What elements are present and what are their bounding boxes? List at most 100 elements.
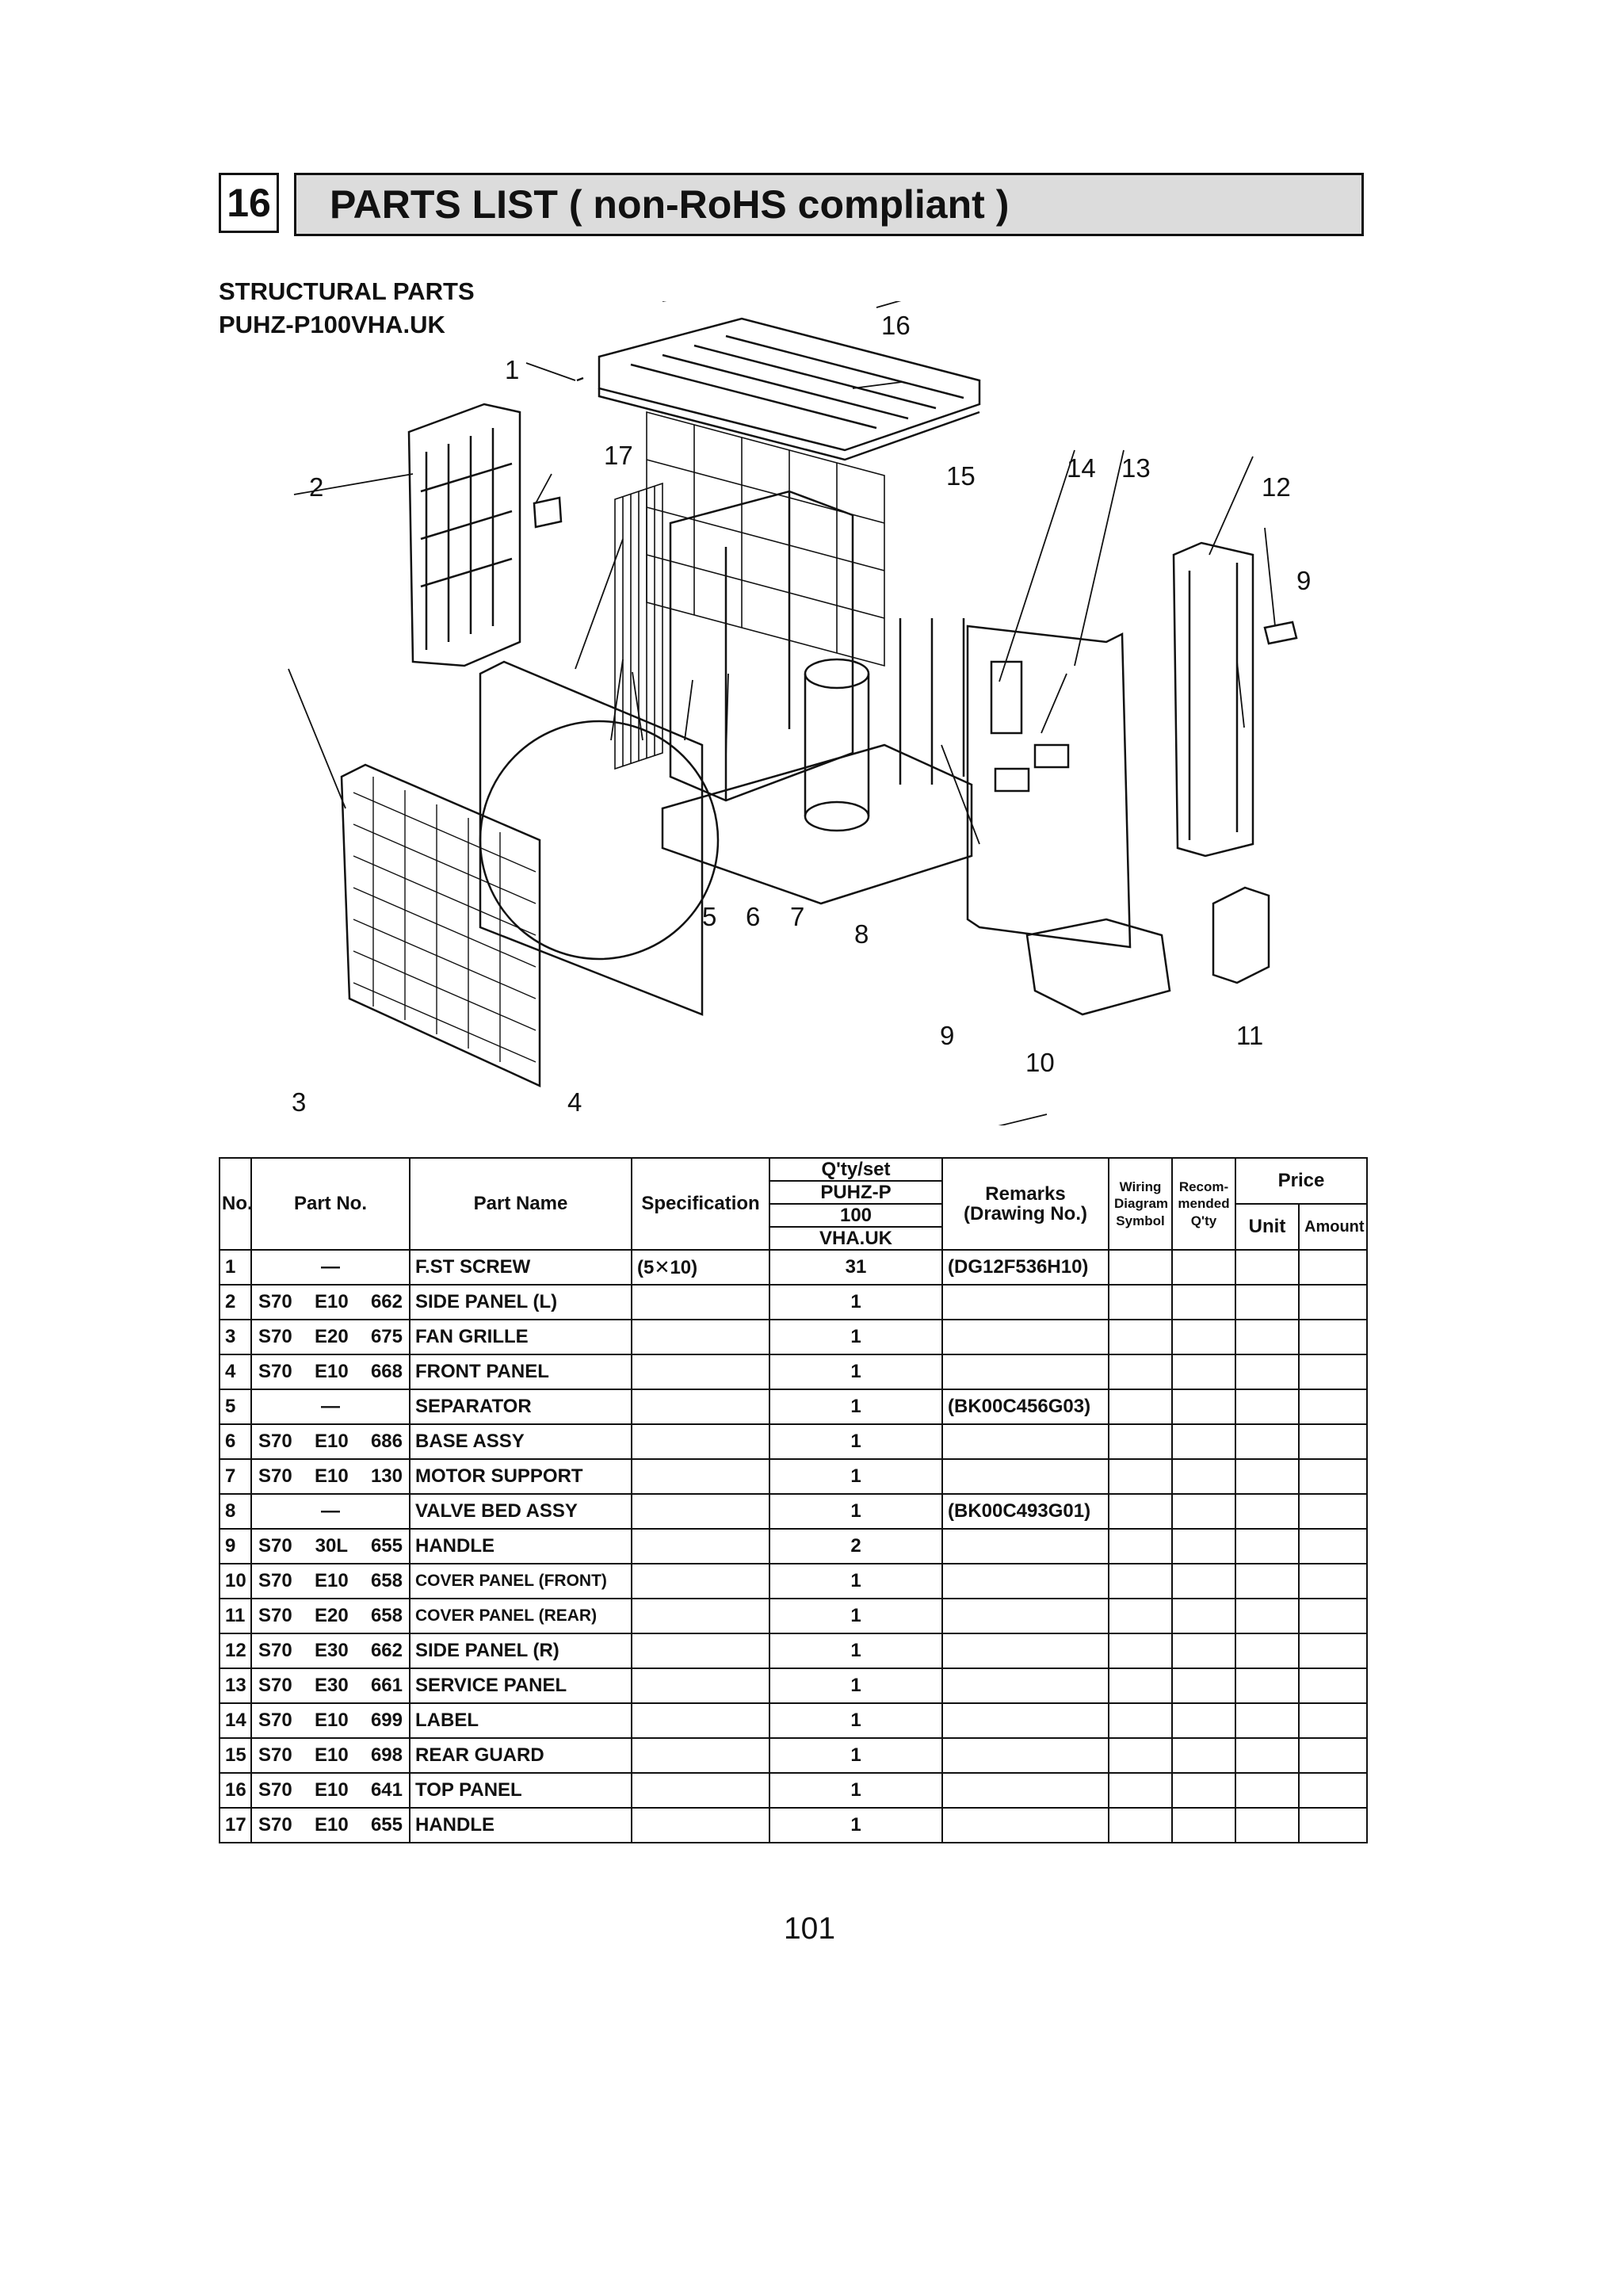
part-number-segment: S70 [258, 1640, 292, 1661]
col-header-part-name: Part Name [409, 1157, 632, 1251]
row-price-amount [1298, 1354, 1368, 1390]
col-header-model-3: VHA.UK [769, 1226, 943, 1251]
part-number-segment: 30L [315, 1535, 348, 1557]
row-price-unit [1235, 1563, 1300, 1599]
row-qty: 1 [769, 1389, 943, 1425]
row-recommended-qty [1171, 1563, 1236, 1599]
row-price-unit [1235, 1319, 1300, 1355]
row-price-unit [1235, 1737, 1300, 1774]
row-price-amount [1298, 1458, 1368, 1495]
part-number-segment: S70 [258, 1465, 292, 1487]
part-number-segment: — [321, 1500, 340, 1522]
part-number-segment: 661 [370, 1675, 403, 1696]
part-number-segment: 662 [370, 1640, 403, 1661]
row-recommended-qty [1171, 1772, 1236, 1809]
row-part-name: SIDE PANEL (R) [409, 1633, 632, 1669]
row-price-amount [1298, 1807, 1368, 1843]
part-number-segment: S70 [258, 1291, 292, 1312]
part-number-segment: 668 [370, 1361, 403, 1382]
row-specification [631, 1772, 770, 1809]
row-recommended-qty [1171, 1284, 1236, 1320]
row-specification [631, 1458, 770, 1495]
row-specification [631, 1668, 770, 1704]
row-price-unit [1235, 1249, 1300, 1286]
row-price-amount [1298, 1668, 1368, 1704]
row-part-name: LABEL [409, 1702, 632, 1739]
part-number-segment: 641 [370, 1779, 403, 1801]
row-no: 7 [219, 1458, 252, 1495]
row-no: 12 [219, 1633, 252, 1669]
col-header-specification: Specification [631, 1157, 770, 1251]
row-part-name: BASE ASSY [409, 1423, 632, 1460]
recom-label: Recom- [1178, 1179, 1229, 1195]
col-header-qty-set: Q'ty/set [769, 1157, 943, 1182]
row-remarks [941, 1633, 1109, 1669]
row-part-name: MOTOR SUPPORT [409, 1458, 632, 1495]
row-qty: 1 [769, 1319, 943, 1355]
row-recommended-qty [1171, 1249, 1236, 1286]
part-number-segment: — [321, 1396, 340, 1417]
row-recommended-qty [1171, 1389, 1236, 1425]
part-number: — [257, 1256, 404, 1278]
row-no: 14 [219, 1702, 252, 1739]
row-price-unit [1235, 1284, 1300, 1320]
row-price-unit [1235, 1598, 1300, 1634]
row-specification [631, 1598, 770, 1634]
row-price-unit [1235, 1528, 1300, 1564]
row-remarks [941, 1598, 1109, 1634]
row-qty: 1 [769, 1737, 943, 1774]
row-specification [631, 1284, 770, 1320]
row-wiring-symbol [1108, 1807, 1173, 1843]
col-header-recommended: Recom- mended Q'ty [1171, 1157, 1236, 1251]
part-number-segment: S70 [258, 1361, 292, 1382]
row-part-name: F.ST SCREW [409, 1249, 632, 1286]
part-number-segment: E10 [314, 1710, 349, 1731]
row-qty: 1 [769, 1702, 943, 1739]
part-number-segment: S70 [258, 1675, 292, 1696]
wiring-label: Wiring [1119, 1179, 1162, 1195]
diagram-label: Diagram [1114, 1196, 1169, 1212]
row-wiring-symbol [1108, 1702, 1173, 1739]
row-remarks [941, 1423, 1109, 1460]
row-price-amount [1298, 1702, 1368, 1739]
part-number: — [257, 1500, 404, 1522]
row-wiring-symbol [1108, 1737, 1173, 1774]
row-qty: 2 [769, 1528, 943, 1564]
part-number-segment: S70 [258, 1326, 292, 1347]
row-specification: (5✕10) [631, 1249, 770, 1286]
row-specification [631, 1737, 770, 1774]
part-number-segment: S70 [258, 1710, 292, 1731]
row-qty: 1 [769, 1284, 943, 1320]
row-specification [631, 1807, 770, 1843]
part-number-segment: E10 [314, 1814, 349, 1836]
row-remarks: (BK00C493G01) [941, 1493, 1109, 1530]
row-part-name: HANDLE [409, 1528, 632, 1564]
row-recommended-qty [1171, 1458, 1236, 1495]
row-price-amount [1298, 1633, 1368, 1669]
remarks-label: Remarks [985, 1182, 1066, 1205]
row-part-name: COVER PANEL (REAR) [409, 1598, 632, 1634]
row-part-name: FAN GRILLE [409, 1319, 632, 1355]
row-recommended-qty [1171, 1319, 1236, 1355]
part-number-segment: 655 [370, 1535, 403, 1557]
row-remarks: (DG12F536H10) [941, 1249, 1109, 1286]
model-name: PUHZ-P100VHA.UK [219, 311, 445, 338]
row-remarks [941, 1668, 1109, 1704]
